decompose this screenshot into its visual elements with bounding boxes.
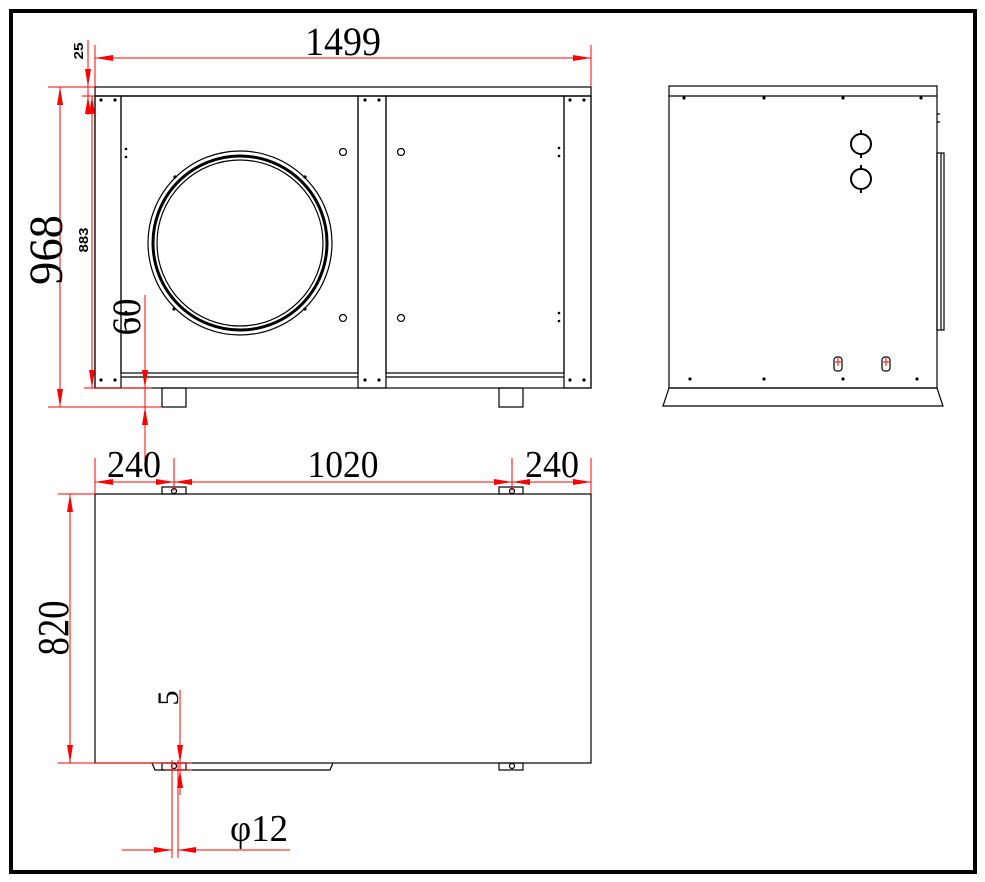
dim-top-cap-label: 25 [71,43,86,60]
panel-hole [338,147,348,157]
post-screw [582,378,586,382]
front-left-foot [161,387,187,408]
foot-hole [508,762,516,770]
side-screw [688,377,692,381]
panel-hole [396,147,406,157]
fan-opening [156,159,324,327]
side-screw [841,377,845,381]
drawing-border [9,9,977,874]
post-screw [568,378,572,382]
post-screw [377,98,381,102]
dim-overall-width-label: 1499 [305,19,381,64]
side-screw [762,96,766,100]
fan-screw [173,175,177,179]
water-outlet-connector [850,165,872,193]
front-view-dimensions: 1499 25 968 883 60 [20,19,592,460]
drain-marker-left [833,356,843,372]
panel-hole [338,313,348,323]
side-screw [841,96,845,100]
post-screw [377,378,381,382]
panel-screw [557,154,561,158]
dim-hole-diameter-label: φ12 [230,808,288,850]
panel-hole [396,313,406,323]
drain-slot [833,356,843,372]
fan-screw [172,307,176,311]
panel-screw [557,319,561,323]
bottom-view-dimensions: 240 1020 240 820 5 φ12 [29,444,592,858]
bottom-top-right-foot [498,486,524,495]
bottom-drain-rail [151,762,334,771]
dim-foot-height-label: 60 [104,299,149,336]
dim-left-foot-offset-label: 240 [107,444,161,486]
panel-screw [124,147,128,151]
front-left-panel [120,95,359,374]
side-base [662,387,944,407]
panel-screw [124,310,128,314]
post-screw [99,98,103,102]
bottom-body [94,493,592,764]
dim-overall-height-label: 968 [20,215,73,285]
panel-screw [557,146,561,150]
post-screw [113,378,117,382]
drain-marker-right [881,356,891,372]
dim-foot-spacing-label: 1020 [308,444,379,486]
dim-right-foot-offset-label: 240 [525,444,579,486]
fan-screw [303,307,307,311]
dim-hole-offset-label: 5 [152,691,185,706]
side-screw [682,96,686,100]
post-screw [99,378,103,382]
panel-screw [124,318,128,322]
fan-grille-ring [151,154,329,332]
side-view [662,85,945,407]
post-screw [113,98,117,102]
drain-slot [881,356,891,372]
fan-screw [303,175,307,179]
side-screw [919,96,923,100]
dim-body-height-label: 883 [76,228,91,253]
panel-screw [124,155,128,159]
front-right-foot [498,387,524,408]
water-inlet-connector [850,130,872,158]
post-screw [568,98,572,102]
fan-grille-outer [147,150,333,336]
post-screw [363,378,367,382]
post-screw [582,98,586,102]
front-right-panel [385,95,565,374]
side-screw [915,377,919,381]
post-screw [363,98,367,102]
bottom-lower-right-foot [498,762,524,771]
side-screw [762,377,766,381]
panel-screw [557,311,561,315]
dim-depth-label: 820 [29,601,78,656]
